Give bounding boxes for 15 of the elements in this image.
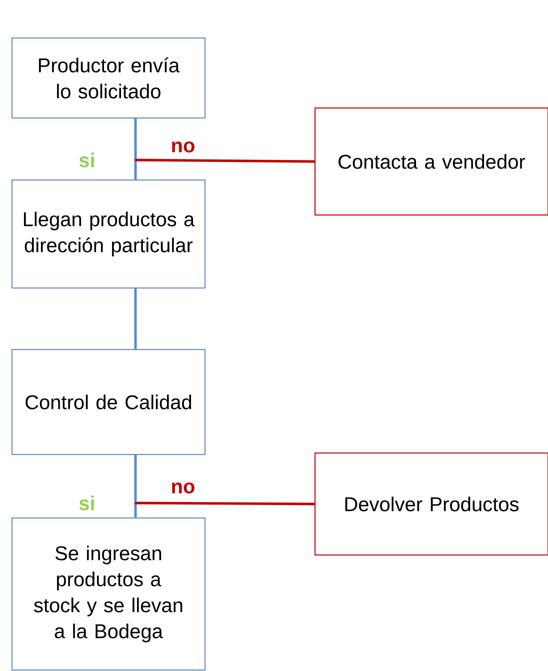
edge-label: si [79, 496, 94, 510]
connector-line [134, 288, 137, 349]
process-box: Control de Calidad [12, 349, 206, 455]
edge-label: no [172, 142, 194, 152]
process-box: Llegan productos a dirección particular [12, 180, 206, 288]
process-box: Productor envía lo solicitado [12, 38, 206, 118]
edge-label: no [172, 482, 194, 494]
process-box: Contacta a vendedor [314, 108, 548, 216]
connector-line [134, 502, 314, 506]
edge-label: si [79, 152, 94, 168]
connector-line [134, 455, 137, 518]
connector-line [134, 118, 137, 180]
connector-line [134, 158, 314, 163]
process-box: Se ingresan productos a stock y se llevan a la Bodega [12, 518, 206, 670]
process-box: Devolver Productos [314, 452, 548, 556]
